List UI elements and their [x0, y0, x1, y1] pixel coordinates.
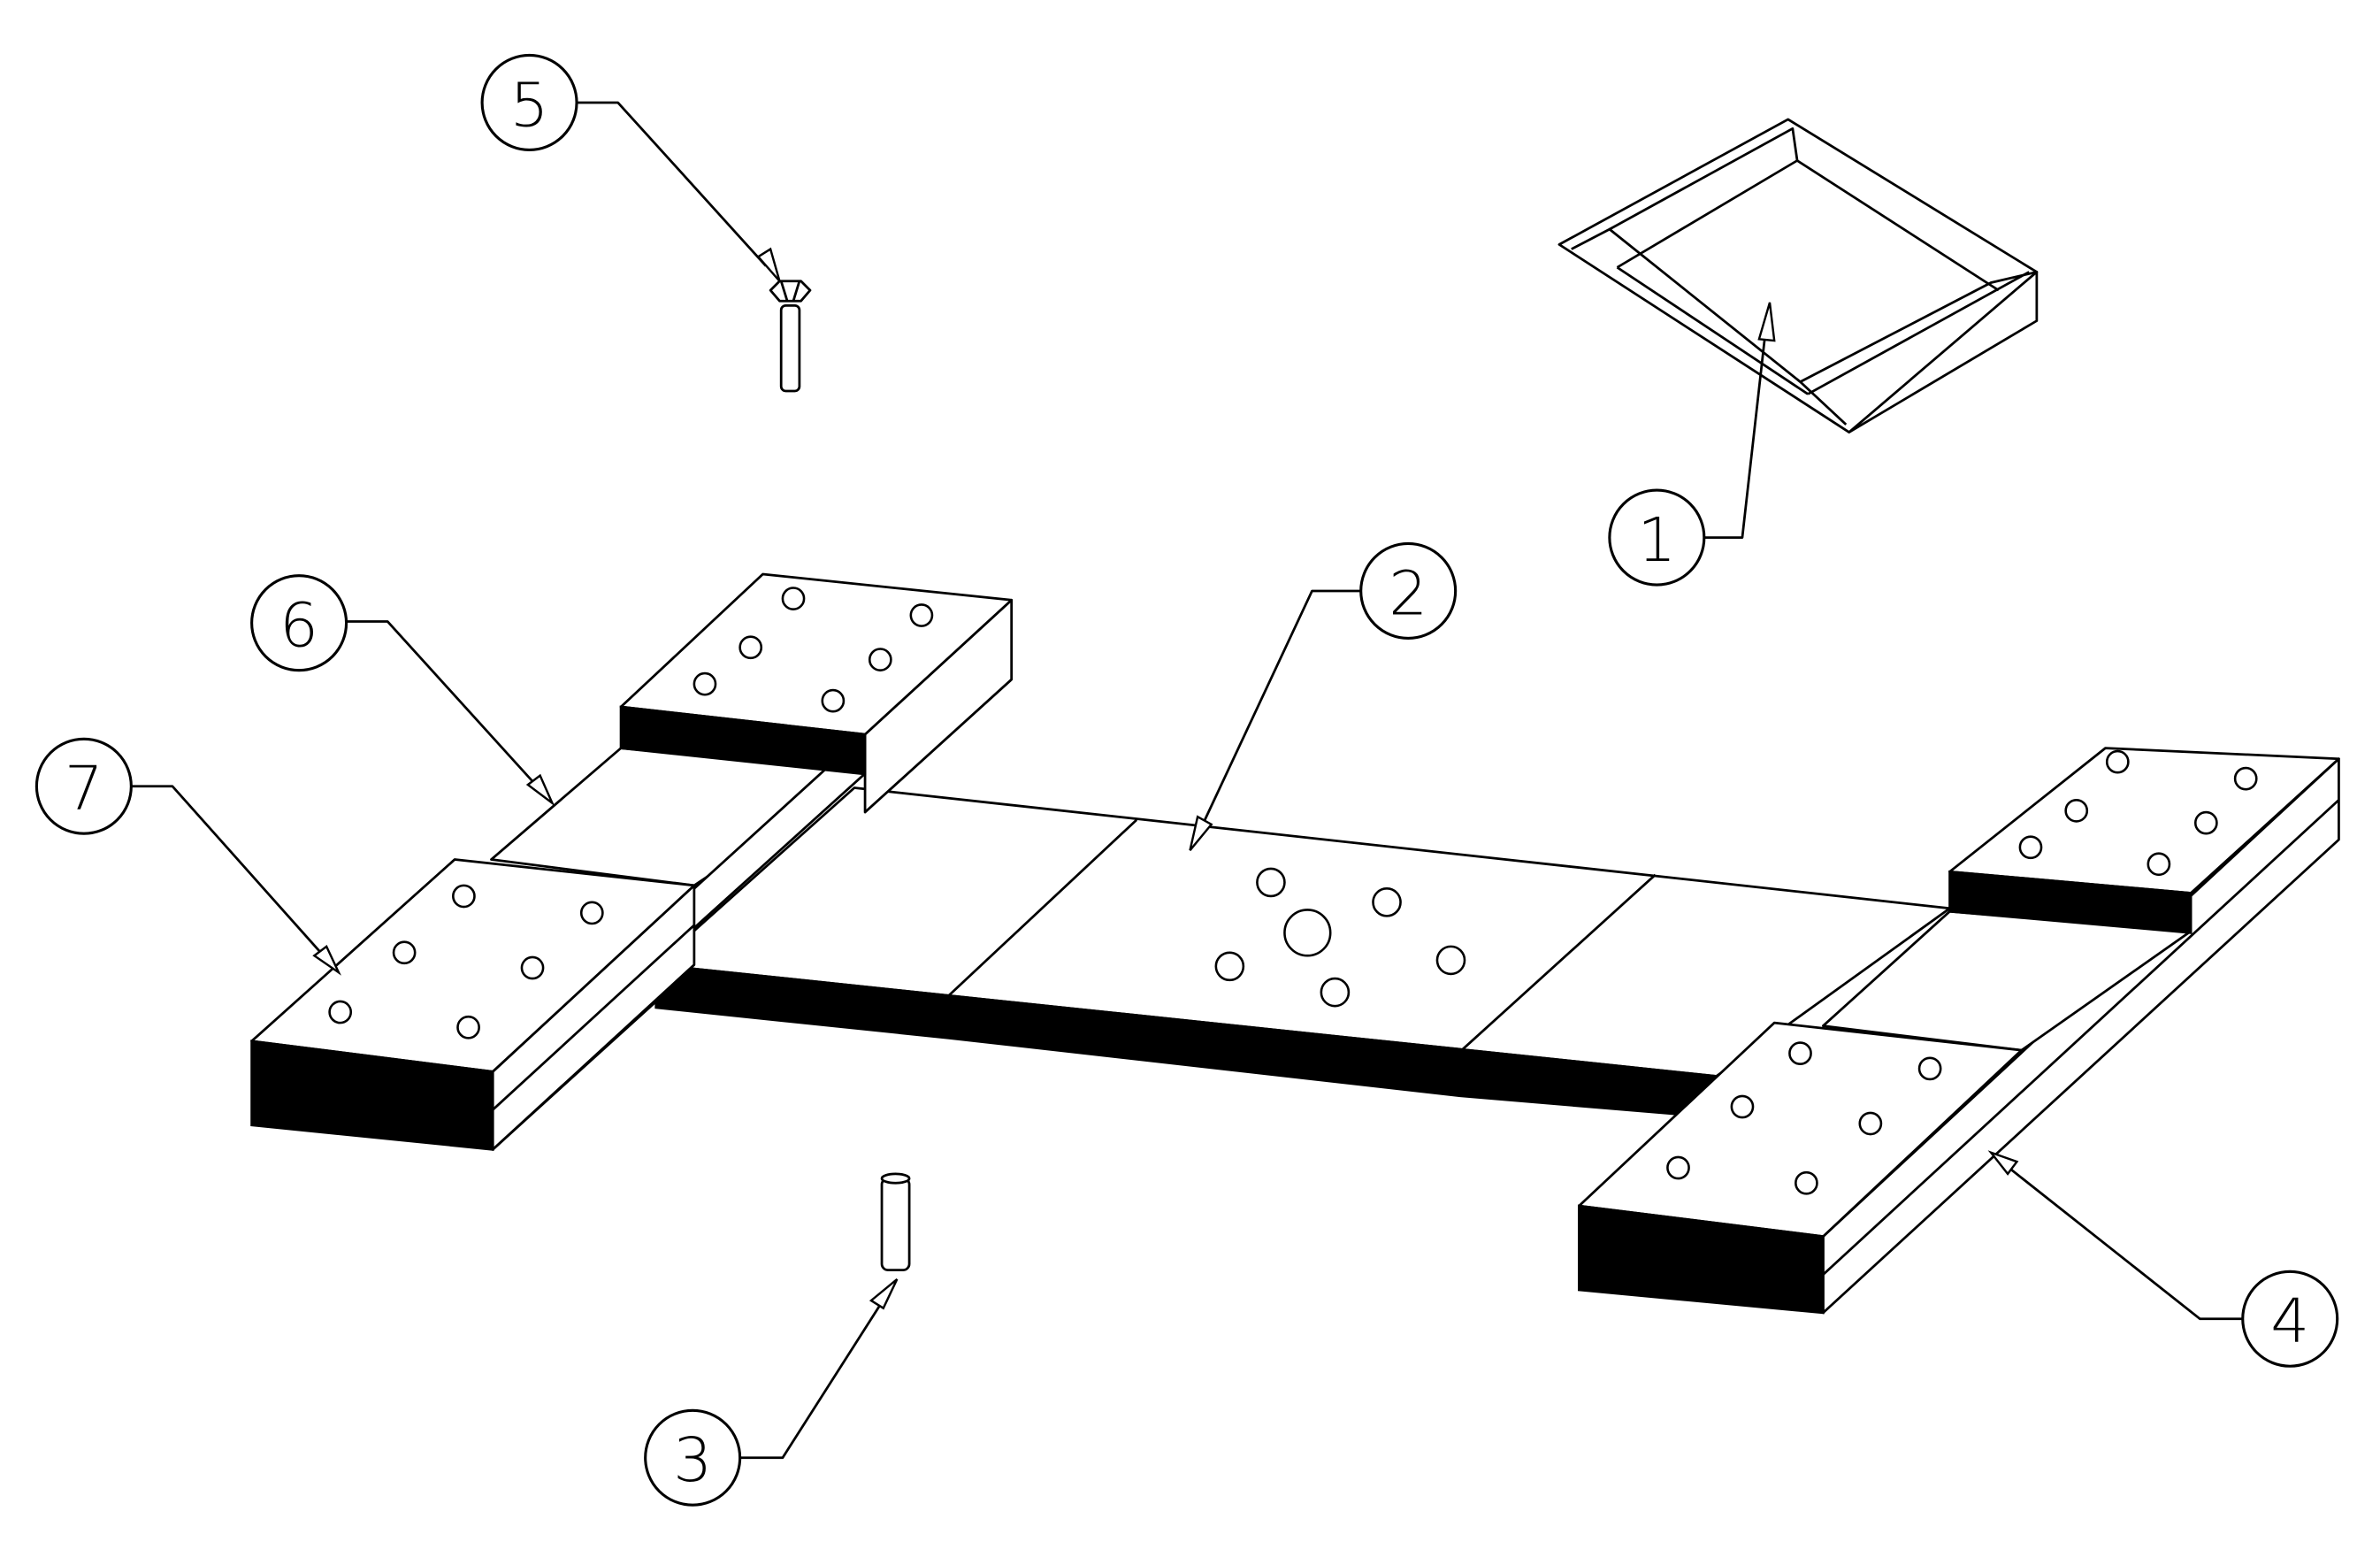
center-bar [654, 786, 1951, 1119]
center-holes [1214, 867, 1466, 1008]
callout-1: 1 [1608, 488, 1706, 587]
callout-7: 7 [34, 737, 133, 835]
callout-5: 5 [480, 53, 578, 151]
callout-3: 3 [644, 1408, 742, 1507]
callout-5-label: 5 [510, 70, 549, 141]
pad-block-upper-right [1948, 747, 2340, 934]
callout-2: 2 [1359, 541, 1458, 640]
callout-4-label: 4 [2270, 1286, 2309, 1357]
pad-block-lower-right [1577, 1021, 2024, 1315]
callout-1-label: 1 [1637, 505, 1676, 576]
callout-2-label: 2 [1389, 558, 1427, 629]
leader-lines [131, 101, 2243, 1460]
callout-6: 6 [250, 574, 348, 672]
bolt-part [769, 280, 812, 393]
tray-part [1557, 118, 2039, 433]
pin-part [880, 1172, 911, 1271]
callout-6-label: 6 [279, 591, 318, 662]
pad-block-lower-left [250, 858, 696, 1151]
callout-4: 4 [2241, 1270, 2339, 1368]
callout-3-label: 3 [673, 1425, 712, 1496]
callout-7-label: 7 [65, 754, 103, 825]
pad-block-upper-left [619, 572, 1014, 814]
